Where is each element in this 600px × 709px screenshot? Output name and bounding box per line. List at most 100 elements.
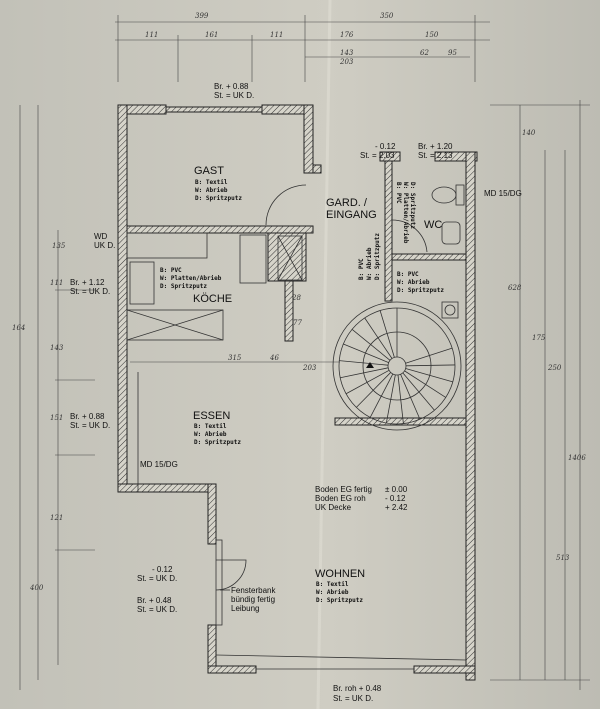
dim-label: 95 <box>448 49 457 57</box>
dim-label: 315 <box>228 354 242 362</box>
annotation: St. = UK D. <box>137 605 177 614</box>
room-wohnen: WOHNEN B: Textil W: Abrieb D: Spritzputz <box>315 568 365 604</box>
room-spec: D: Spritzputz <box>160 283 207 290</box>
room-spec: W: Abrieb <box>397 279 430 286</box>
room-spec: B: Textil <box>194 423 227 430</box>
walls <box>117 104 478 681</box>
dim-label: 111 <box>145 31 158 39</box>
room-spec: W: Platten/Abrieb <box>402 182 409 244</box>
door-swing <box>391 219 428 253</box>
stair-tread <box>339 360 389 366</box>
annotation: Leibung <box>231 604 259 613</box>
dim-label: 121 <box>50 514 63 522</box>
level-value: - 0.12 <box>385 494 406 503</box>
stair-arrow-icon <box>366 362 374 368</box>
dim-label: 140 <box>522 129 536 137</box>
room-wc: WC B: PVC W: Platten/Abrieb D: Spritzput… <box>395 182 442 244</box>
stair-tread <box>351 329 391 361</box>
annotation: bündig fertig <box>231 595 275 604</box>
room-name: WC <box>424 219 442 231</box>
annotation: St. = UK D. <box>70 287 110 296</box>
room-name: GAST <box>194 165 224 177</box>
dim-label: 203 <box>302 364 317 372</box>
room-spec: D: Spritzputz <box>195 195 242 202</box>
level-value: ± 0.00 <box>385 485 408 494</box>
annotation: Br. + 0.88 <box>214 82 249 91</box>
dim-label: 250 <box>547 364 562 372</box>
dim-label: 111 <box>50 279 63 287</box>
stair-tread <box>405 364 455 367</box>
dimension-labels: 399 350 111 161 111 176 150 143 203 62 9… <box>12 12 586 592</box>
room-name: EINGANG <box>326 209 377 221</box>
annotation: UK D. <box>94 241 115 250</box>
room-spec: B: PVC <box>397 271 419 278</box>
level-label: UK Decke <box>315 503 352 512</box>
room-spec: W: Abrieb <box>194 431 227 438</box>
stair-tread <box>369 373 394 418</box>
dim-label: 111 <box>270 31 283 39</box>
dim-label: 62 <box>420 49 429 57</box>
level-label: Boden EG roh <box>315 494 366 503</box>
annotation: - 0.12 <box>375 142 396 151</box>
room-name: GARD. / <box>326 197 368 209</box>
dim-label: 28 <box>291 294 301 302</box>
dim-label: 350 <box>380 12 394 20</box>
stair-tread <box>405 368 453 383</box>
paper-fold <box>316 0 332 709</box>
annotation: St. = UK D. <box>214 91 254 100</box>
stair-tread <box>402 372 435 411</box>
room-spec: B: Textil <box>316 581 349 588</box>
room-spec: B: Textil <box>195 179 228 186</box>
annotation: St. = 2.13 <box>418 151 453 160</box>
stair-tread <box>364 317 393 359</box>
sink-icon <box>129 261 155 305</box>
room-spec: B: PVC <box>395 182 402 204</box>
dim-label: 150 <box>425 31 439 39</box>
dim-label: 513 <box>556 554 570 562</box>
annotation: St. = UK D. <box>333 694 373 703</box>
stair-tread <box>379 310 395 358</box>
room-spec: D: Spritzputz <box>397 287 444 294</box>
room-spec: B: PVC <box>358 258 365 280</box>
level-label: Boden EG fertig <box>315 485 372 494</box>
annotation: St. = UK D. <box>70 421 110 430</box>
annotation: MD 15/DG <box>484 189 522 198</box>
room-spec: B: PVC <box>160 267 182 274</box>
stair-tread <box>345 369 390 395</box>
dim-label: 135 <box>52 242 66 250</box>
room-name: KÖCHE <box>193 293 232 305</box>
door-swing <box>265 184 307 226</box>
annotation: Br. + 0.88 <box>70 412 105 421</box>
room-spec: D: Spritzputz <box>194 439 241 446</box>
dim-label: 176 <box>340 31 354 39</box>
stair-tread <box>404 370 446 398</box>
room-abstell: B: PVC W: Abrieb D: Spritzputz <box>397 271 444 294</box>
dim-label: 46 <box>269 354 279 362</box>
room-spec: W: Abrieb <box>316 589 349 596</box>
room-gast: GAST B: Textil W: Abrieb D: Spritzputz <box>194 165 242 202</box>
stair-tread <box>356 372 391 408</box>
dim-label: 143 <box>340 49 354 57</box>
room-kueche: B: PVC W: Platten/Abrieb D: Spritzputz K… <box>160 267 232 305</box>
dim-label: 161 <box>205 31 218 39</box>
room-spec: W: Abrieb <box>195 187 228 194</box>
annotation: WD <box>94 232 108 241</box>
stair-tread <box>400 374 421 420</box>
room-spec: D: Spritzputz <box>316 597 363 604</box>
room-name: WOHNEN <box>315 568 365 580</box>
room-spec: D: Spritzputz <box>374 233 381 280</box>
stair-tread <box>340 367 389 379</box>
level-value: + 2.42 <box>385 503 408 512</box>
annotation: Fensterbank <box>231 586 276 595</box>
dim-label: 1406 <box>568 454 586 462</box>
room-garderobe: GARD. / EINGANG B: PVC W: Abrieb D: Spri… <box>326 197 381 280</box>
stair-tread <box>343 343 389 363</box>
annotations: Br. + 0.88 St. = UK D. - 0.12 St. = 2.03… <box>70 82 522 703</box>
dim-label: 143 <box>50 344 64 352</box>
room-spec: W: Abrieb <box>366 247 373 280</box>
annotation: Br. + 0.48 <box>137 596 172 605</box>
annotation: Br. + 1.20 <box>418 142 453 151</box>
annotation: MD 15/DG <box>140 460 178 469</box>
